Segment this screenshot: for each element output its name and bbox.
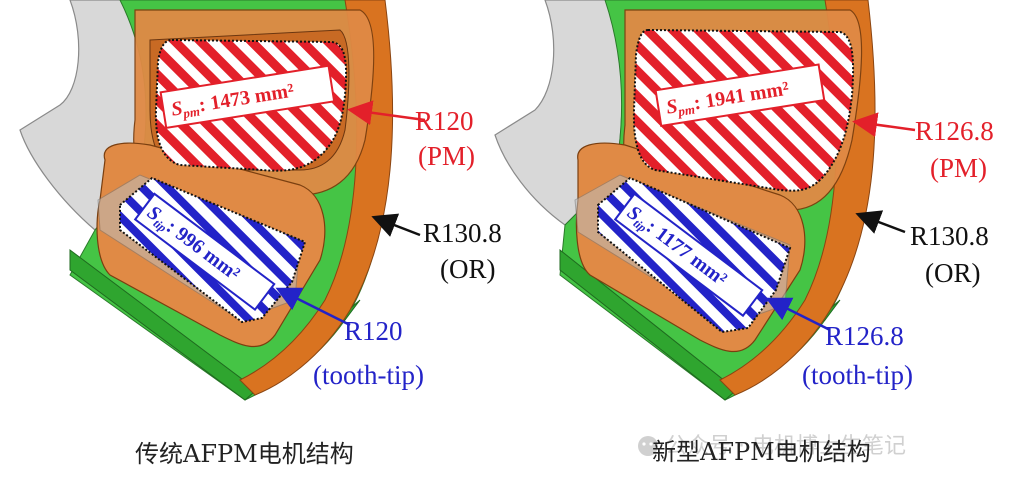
left-tip-arrow [275, 287, 351, 327]
left-pm-area: Spm: 1473 mm² [154, 38, 348, 172]
right-pm-sub: pm [676, 102, 696, 120]
watermark-text: 公众号 · 电机博士生笔记 [665, 434, 906, 459]
left-or-arrow [371, 213, 421, 237]
left-or-label: (OR) [440, 254, 496, 284]
right-or-label: (OR) [925, 258, 981, 288]
left-outer-ring [239, 0, 394, 396]
left-pm-symbol: S [170, 97, 184, 120]
right-tip-label: (tooth-tip) [802, 360, 913, 390]
right-caption: 新型AFPM电机结构 [652, 438, 871, 466]
right-pm-arrow [852, 112, 916, 138]
left-tip-label: (tooth-tip) [313, 360, 424, 390]
left-tip-radius: R120 [344, 316, 403, 346]
right-or-radius: R130.8 [910, 221, 989, 251]
left-pm-radius: R120 [415, 106, 474, 136]
left-pm-label: (PM) [418, 141, 475, 171]
right-pm-radius: R126.8 [915, 116, 994, 146]
right-pm-symbol: S [665, 95, 679, 118]
right-tip-area: Stip: 1177 mm² [597, 176, 792, 334]
right-pm-area: Spm: 1941 mm² [632, 28, 855, 192]
right-pm-label: (PM) [930, 153, 987, 183]
right-tip-arrow [765, 297, 831, 332]
left-pm-sub: pm [181, 104, 201, 122]
watermark: 公众号 · 电机博士生笔记 [638, 434, 906, 459]
right-tip-radius: R126.8 [825, 321, 904, 351]
left-pm-arrow [347, 100, 426, 126]
left-caption: 传统AFPM电机结构 [135, 440, 354, 468]
right-or-arrow [855, 210, 906, 234]
wechat-icon [638, 436, 658, 456]
left-or-radius: R130.8 [423, 218, 502, 248]
